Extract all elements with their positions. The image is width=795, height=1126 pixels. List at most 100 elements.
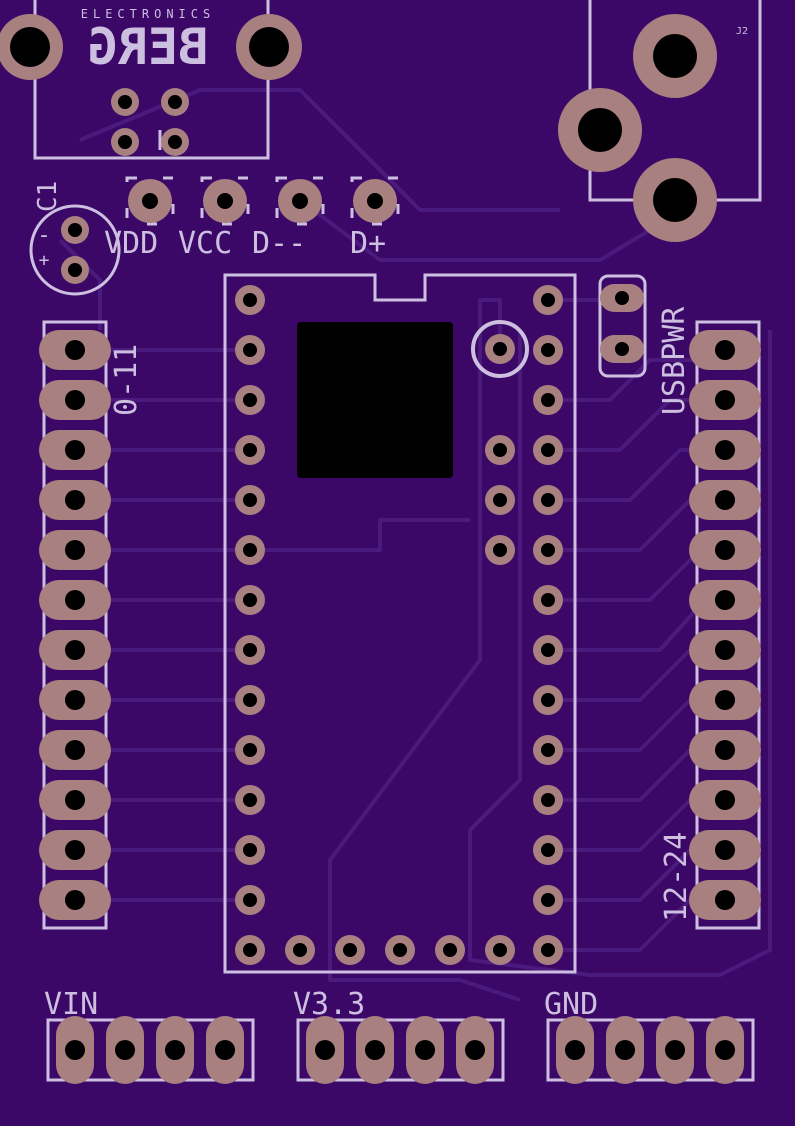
dip-pad-hole	[541, 693, 555, 707]
v33-label: V3.3	[293, 987, 365, 1022]
power-header-pad-hole	[365, 1040, 385, 1060]
dip-pad-hole	[541, 793, 555, 807]
dip-pad-hole	[541, 343, 555, 357]
power-header-pad-hole	[315, 1040, 335, 1060]
dip-pad-hole	[541, 443, 555, 457]
dip-pad-hole	[243, 643, 257, 657]
left-header-pad-hole	[65, 540, 85, 560]
dip-pad-hole	[541, 293, 555, 307]
j2-label: J2	[736, 26, 748, 37]
usb-signal-pad-hole	[168, 95, 182, 109]
power-header-pad-hole	[115, 1040, 135, 1060]
left-header-pad-hole	[65, 690, 85, 710]
right-header-pad-hole	[715, 440, 735, 460]
dip-pad-hole	[243, 393, 257, 407]
right-header-pad-hole	[715, 890, 735, 910]
dip-pad-hole	[541, 843, 555, 857]
c1-plus-label: +	[39, 250, 50, 271]
dip-pad-hole	[243, 493, 257, 507]
vin-label: VIN	[44, 987, 98, 1022]
right-header-pad-hole	[715, 490, 735, 510]
dip-pad-hole	[493, 943, 507, 957]
header-pad-usb-hole	[142, 193, 158, 209]
left-header-pad-hole	[65, 840, 85, 860]
header-pad-usb-hole	[292, 193, 308, 209]
left-header-pad-hole	[65, 640, 85, 660]
usb-signal-pad-hole	[118, 95, 132, 109]
dip-pad-hole	[541, 893, 555, 907]
right-header-pad-hole	[715, 590, 735, 610]
silkscreen-labels: ELECTRONICS BERG J2 C1 - + VDD VCC D-- D…	[33, 7, 748, 1022]
dip-pad-hole	[243, 943, 257, 957]
right-header-pad-hole	[715, 840, 735, 860]
ic-chip	[297, 322, 453, 478]
left-header-pad-hole	[65, 890, 85, 910]
usb-signal-pad-hole	[168, 135, 182, 149]
left-header-pad-hole	[65, 440, 85, 460]
jack-pad-hole	[653, 178, 697, 222]
header-pad-usb-hole	[367, 193, 383, 209]
power-header-pad-hole	[665, 1040, 685, 1060]
usbpwr-pad-hole	[615, 291, 629, 305]
dip-pad-hole	[243, 843, 257, 857]
jack-pad-hole	[653, 34, 697, 78]
inner-pad-hole	[493, 443, 507, 457]
left-header-pad-hole	[65, 790, 85, 810]
dip-pad-hole	[293, 943, 307, 957]
range-right-label: 12-24	[659, 832, 694, 922]
usb-mount-pad-hole	[10, 27, 50, 67]
dip-pad-hole	[541, 393, 555, 407]
dip-pad-hole	[541, 593, 555, 607]
usb-mount-pad-hole	[249, 27, 289, 67]
power-header-pad-hole	[65, 1040, 85, 1060]
vcc-label: VCC	[178, 226, 232, 261]
dip-pad-hole	[393, 943, 407, 957]
berg-logo: BERG	[88, 18, 208, 76]
power-header-pad-hole	[565, 1040, 585, 1060]
inner-pad-hole	[493, 342, 507, 356]
left-header-pad-hole	[65, 390, 85, 410]
dip-pad-hole	[243, 343, 257, 357]
right-header-pad-hole	[715, 390, 735, 410]
right-header-pad-hole	[715, 340, 735, 360]
power-header-pad-hole	[715, 1040, 735, 1060]
usbpwr-pad-hole	[615, 342, 629, 356]
dip-pad-hole	[541, 643, 555, 657]
dip-pad-hole	[243, 743, 257, 757]
right-header-pad-hole	[715, 790, 735, 810]
dip-pad-hole	[243, 693, 257, 707]
power-header-pad-hole	[165, 1040, 185, 1060]
dip-pad-hole	[243, 443, 257, 457]
dminus-label: D--	[252, 226, 306, 261]
header-pad-usb-hole	[217, 193, 233, 209]
pad-layer	[0, 14, 761, 1084]
right-header-pad-hole	[715, 640, 735, 660]
usbpwr-label: USBPWR	[657, 306, 692, 415]
dip-pad-hole	[443, 943, 457, 957]
dip-pad-hole	[541, 743, 555, 757]
right-header-pad-hole	[715, 740, 735, 760]
power-header-pad-hole	[615, 1040, 635, 1060]
left-header-pad-hole	[65, 490, 85, 510]
dip-pad-hole	[243, 293, 257, 307]
gnd-label: GND	[544, 987, 598, 1022]
range-left-label: 0-11	[109, 344, 144, 416]
dip-pad-hole	[541, 943, 555, 957]
dip-pad-hole	[243, 793, 257, 807]
dip-pad-hole	[541, 493, 555, 507]
left-header-pad-hole	[65, 740, 85, 760]
power-header-pad-hole	[465, 1040, 485, 1060]
c1-pad-hole	[68, 223, 82, 237]
c1-label: C1	[33, 181, 63, 212]
silkscreen-outlines	[29, 0, 762, 1082]
jack-pad-hole	[578, 108, 622, 152]
usb-signal-pad-hole	[118, 135, 132, 149]
dip-pad-hole	[243, 893, 257, 907]
c1-pad-hole	[68, 263, 82, 277]
dip-pad-hole	[541, 543, 555, 557]
left-header-pad-hole	[65, 340, 85, 360]
dip-pad-hole	[243, 593, 257, 607]
dip-pad-hole	[243, 543, 257, 557]
power-header-pad-hole	[415, 1040, 435, 1060]
